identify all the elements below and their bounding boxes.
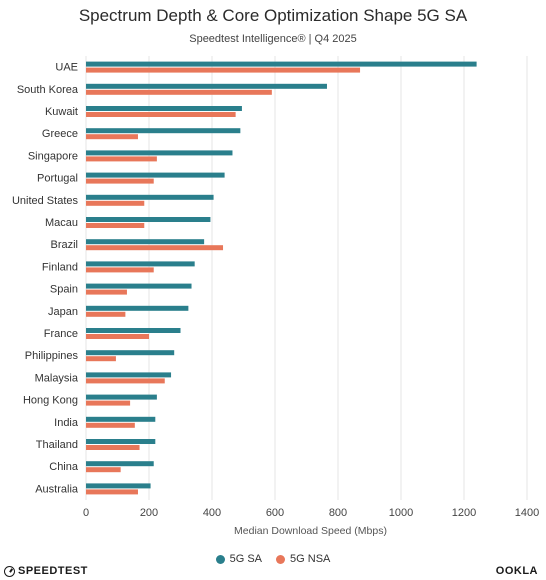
category-label-18: China (49, 461, 79, 473)
ookla-logo: OOKLA (495, 565, 538, 577)
category-label-8: Brazil (50, 239, 78, 251)
category-label-5: Portugal (37, 173, 78, 185)
bar-sa-5 (86, 172, 225, 178)
category-label-12: France (44, 328, 78, 340)
bar-nsa-10 (86, 289, 127, 295)
bar-sa-15 (86, 394, 157, 400)
x-tick-label-3: 600 (266, 507, 284, 519)
category-label-2: Kuwait (45, 106, 78, 118)
x-tick-label-7: 1400 (515, 507, 539, 519)
category-label-9: Finland (42, 261, 78, 273)
x-tick-label-6: 1200 (452, 507, 476, 519)
category-label-15: Hong Kong (23, 395, 78, 407)
bar-nsa-9 (86, 267, 154, 273)
bar-nsa-6 (86, 200, 145, 206)
bar-nsa-4 (86, 156, 157, 162)
bar-nsa-19 (86, 489, 138, 495)
category-label-17: Thailand (36, 439, 78, 451)
bar-sa-10 (86, 283, 192, 289)
x-axis-title: Median Download Speed (Mbps) (234, 525, 387, 537)
legend-item-sa: 5G SA (215, 553, 263, 565)
bar-sa-4 (86, 150, 233, 156)
speedometer-icon (4, 565, 15, 577)
category-label-19: Australia (35, 483, 79, 495)
category-label-0: UAE (55, 62, 78, 74)
bar-nsa-3 (86, 134, 138, 140)
bar-nsa-5 (86, 178, 154, 184)
x-tick-label-4: 800 (329, 507, 347, 519)
bar-nsa-13 (86, 356, 116, 362)
bar-nsa-18 (86, 467, 121, 473)
bar-sa-18 (86, 461, 154, 467)
category-label-13: Philippines (25, 350, 79, 362)
bar-sa-6 (86, 194, 214, 200)
chart-legend: 5G SA 5G NSA (0, 553, 546, 565)
legend-dot-sa-icon (215, 554, 225, 564)
bar-nsa-7 (86, 223, 145, 228)
category-label-7: Macau (45, 217, 78, 229)
bar-sa-0 (86, 61, 477, 67)
bar-sa-14 (86, 372, 172, 378)
bar-nsa-1 (86, 89, 272, 95)
bar-sa-8 (86, 239, 205, 245)
bar-nsa-2 (86, 112, 236, 117)
bar-sa-9 (86, 261, 195, 267)
bar-sa-7 (86, 217, 211, 222)
legend-item-nsa: 5G NSA (276, 553, 330, 565)
bar-sa-13 (86, 350, 175, 356)
bar-nsa-15 (86, 400, 131, 406)
speedtest-logo: SPEEDTEST (4, 565, 88, 577)
x-tick-label-5: 1000 (389, 507, 413, 519)
bar-nsa-0 (86, 67, 361, 73)
bar-nsa-8 (86, 245, 224, 251)
category-label-10: Spain (50, 284, 78, 296)
legend-dot-nsa-icon (276, 554, 286, 564)
chart-subtitle: Speedtest Intelligence® | Q4 2025 (189, 33, 357, 45)
legend-label-nsa: 5G NSA (290, 553, 331, 565)
speedtest-logo-text: SPEEDTEST (18, 565, 88, 577)
bar-sa-11 (86, 305, 189, 311)
category-label-4: Singapore (28, 150, 78, 162)
bar-sa-19 (86, 483, 151, 489)
category-label-16: India (54, 417, 79, 429)
bar-sa-1 (86, 83, 327, 89)
bar-nsa-12 (86, 334, 149, 339)
x-tick-label-0: 0 (83, 507, 89, 519)
category-label-6: United States (12, 195, 79, 207)
bar-sa-12 (86, 328, 181, 333)
category-label-3: Greece (42, 128, 78, 140)
bar-nsa-14 (86, 378, 165, 384)
bar-nsa-17 (86, 445, 140, 450)
bar-sa-2 (86, 106, 242, 111)
bar-nsa-11 (86, 311, 126, 317)
category-label-14: Malaysia (35, 372, 79, 384)
bar-sa-3 (86, 128, 241, 134)
category-label-1: South Korea (17, 84, 79, 96)
bar-nsa-16 (86, 422, 135, 428)
category-label-11: Japan (48, 306, 78, 318)
bar-sa-16 (86, 416, 156, 422)
chart-title: Spectrum Depth & Core Optimization Shape… (78, 6, 468, 25)
x-tick-label-1: 200 (140, 507, 158, 519)
legend-label-sa: 5G SA (229, 553, 263, 565)
x-tick-label-2: 400 (203, 507, 221, 519)
bar-sa-17 (86, 439, 156, 444)
